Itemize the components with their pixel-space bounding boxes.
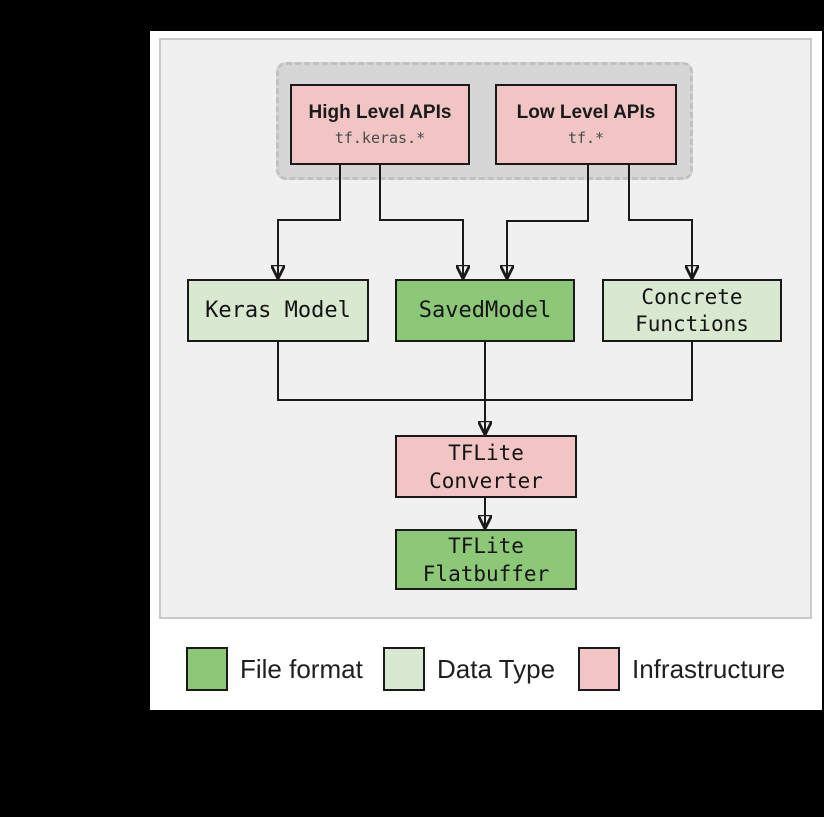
legend-item-file-format: File format — [186, 639, 363, 699]
tflite-flatbuffer-box: TFLite Flatbuffer — [395, 529, 577, 590]
concrete-functions-box: Concrete Functions — [602, 279, 782, 342]
wire-low-to-savedmodel — [507, 165, 589, 276]
wire-merge-bus — [277, 342, 693, 401]
high-level-apis-code: tf.keras.* — [334, 129, 426, 147]
low-level-apis-code: tf.* — [567, 129, 605, 147]
legend-item-infrastructure: Infrastructure — [578, 639, 785, 699]
infrastructure-swatch — [578, 647, 620, 691]
infrastructure-label: Infrastructure — [632, 653, 786, 684]
savedmodel-label: SavedModel — [418, 298, 552, 323]
file-format-label: File format — [240, 653, 363, 684]
savedmodel-box: SavedModel — [395, 279, 575, 342]
keras-model-label: Keras Model — [205, 298, 351, 323]
concrete-functions-label-line2: Functions — [635, 311, 749, 336]
wire-high-to-keras — [278, 165, 341, 276]
wire-high-to-savedmodel — [379, 165, 463, 276]
file-format-swatch — [186, 647, 228, 691]
high-level-apis-title: High Level APIs — [308, 102, 452, 123]
legend: File format Data Type Infrastructure — [150, 639, 822, 699]
concrete-functions-label-line1: Concrete — [641, 284, 743, 309]
tflite-converter-box: TFLite Converter — [395, 435, 577, 498]
tflite-converter-label-line1: TFLite — [448, 440, 524, 465]
diagram-panel: High Level APIs tf.keras.* Low Level API… — [159, 38, 812, 619]
keras-model-box: Keras Model — [187, 279, 369, 342]
low-level-apis-title: Low Level APIs — [516, 102, 656, 123]
tflite-flatbuffer-label-line1: TFLite — [448, 533, 524, 558]
low-level-apis-box: Low Level APIs tf.* — [495, 84, 677, 165]
legend-item-data-type: Data Type — [383, 639, 555, 699]
tflite-conversion-figure: High Level APIs tf.keras.* Low Level API… — [150, 31, 822, 710]
high-level-apis-box: High Level APIs tf.keras.* — [290, 84, 470, 165]
wire-low-to-concrete — [628, 165, 692, 276]
tflite-flatbuffer-label-line2: Flatbuffer — [422, 561, 550, 586]
data-type-swatch — [383, 647, 425, 691]
data-type-label: Data Type — [437, 653, 556, 684]
tflite-converter-label-line2: Converter — [429, 468, 543, 493]
